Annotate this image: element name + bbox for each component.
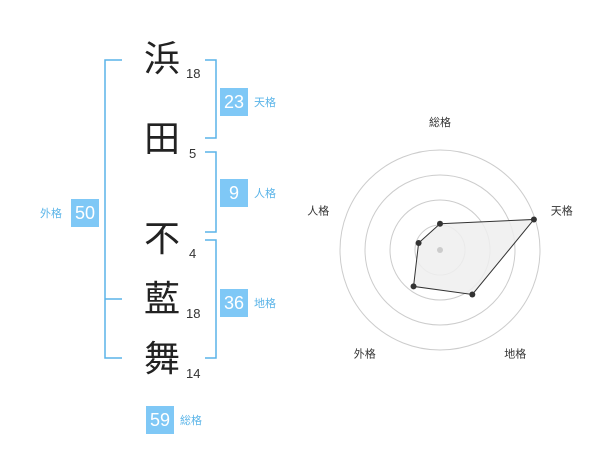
- name-char-2: 田: [143, 119, 180, 160]
- radar-point-5: [415, 240, 422, 247]
- name-char-3: 不: [143, 219, 180, 260]
- chikaku-bracket: [205, 239, 217, 359]
- jinkaku-label: 人格: [254, 187, 276, 200]
- gaikaku-label: 外格: [40, 207, 62, 220]
- radar-ring: [364, 174, 516, 326]
- radar-axis-label-2: 天格: [551, 203, 573, 217]
- stroke-count-3: 4: [189, 246, 197, 261]
- radar-axis-label-1: 総格: [429, 115, 451, 129]
- radar-axis-label-5: 人格: [307, 203, 329, 217]
- name-char-4: 藍: [143, 279, 180, 320]
- tenkaku-bracket: [205, 59, 217, 139]
- tenkaku-badge: 23: [220, 88, 248, 116]
- jinkaku-badge: 9: [220, 179, 248, 207]
- soukaku-badge: 59: [146, 406, 174, 434]
- gaikaku-badge: 50: [71, 199, 99, 227]
- stroke-count-1: 18: [186, 66, 201, 81]
- gaikaku-bracket: [104, 59, 122, 359]
- stroke-count-4: 18: [186, 306, 201, 321]
- jinkaku-bracket: [205, 151, 217, 233]
- radar-area: [412, 218, 536, 296]
- name-char-1: 浜: [143, 39, 180, 80]
- chikaku-label: 地格: [254, 297, 276, 310]
- radar-ring: [339, 149, 541, 351]
- radar-point-4: [410, 283, 417, 290]
- soukaku-label: 総格: [180, 414, 202, 427]
- radar-axis-label-3: 地格: [504, 347, 526, 361]
- radar-center: [437, 247, 443, 253]
- name-char-5: 舞: [143, 339, 180, 380]
- chikaku-badge: 36: [220, 289, 248, 317]
- radar-axis-label-4: 外格: [354, 347, 376, 361]
- tenkaku-label: 天格: [254, 96, 276, 109]
- radar-point-3: [469, 291, 476, 298]
- radar-point-1: [437, 220, 443, 227]
- radar-point-2: [530, 216, 537, 223]
- stroke-count-5: 14: [186, 366, 201, 381]
- stroke-count-2: 5: [189, 146, 197, 161]
